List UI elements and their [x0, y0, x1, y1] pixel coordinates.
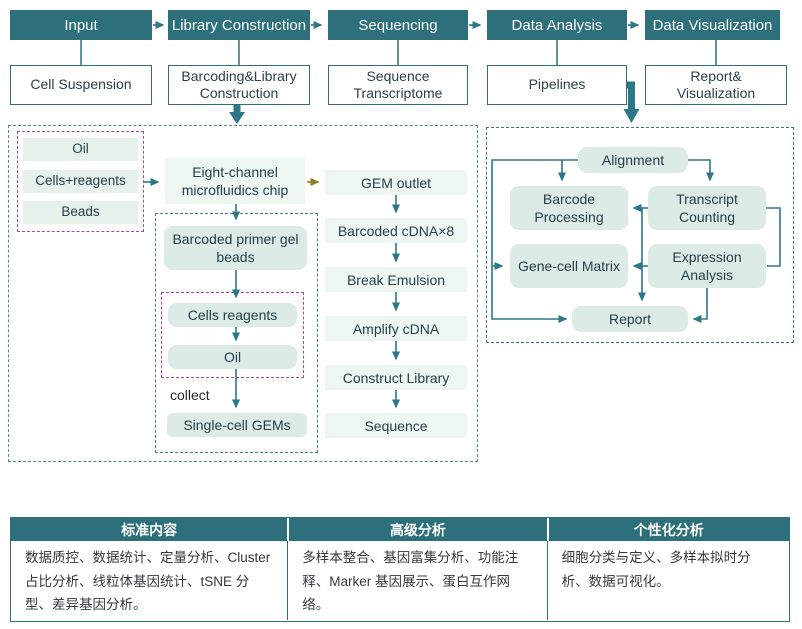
flow-box-oil-input: Oil: [23, 138, 138, 161]
flow-box-beads-input: Beads: [23, 201, 138, 224]
flow-box-gem-outlet: GEM outlet: [325, 170, 467, 195]
flow-box-barcoded-cdna: Barcoded cDNA×8: [325, 218, 467, 243]
flow-box-amplify-cdna: Amplify cDNA: [325, 316, 467, 341]
stage-header-data-visualization: Data Visualization: [645, 10, 780, 40]
flow-box-single-cell-gems: Single-cell GEMs: [167, 413, 307, 437]
analysis-box-report: Report: [572, 306, 688, 332]
flow-box-construct-library: Construct Library: [325, 365, 467, 390]
flow-box-cells-reagents-input: Cells+reagents: [23, 170, 138, 193]
stage-box-report-visualization: Report& Visualization: [645, 65, 787, 105]
data-analysis-panel: [486, 127, 794, 343]
stage-header-data-analysis: Data Analysis: [487, 10, 627, 40]
analysis-services-table: 标准内容 高级分析 个性化分析 数据质控、数据统计、定量分析、Cluster 占…: [10, 517, 790, 622]
flow-box-cells-reagents: Cells reagents: [168, 303, 297, 327]
flow-box-microfluidics-chip: Eight-channel microfluidics chip: [165, 158, 305, 204]
analysis-box-barcode-processing: Barcode Processing: [510, 186, 628, 230]
flow-box-break-emulsion: Break Emulsion: [325, 267, 467, 292]
analysis-box-alignment: Alignment: [578, 147, 688, 173]
table-header-advanced: 高级分析: [287, 518, 547, 541]
chip-inputs-group: [17, 131, 144, 232]
flow-box-sequence: Sequence: [325, 413, 467, 438]
stage-box-sequence-transcriptome: Sequence Transcriptome: [328, 65, 468, 105]
stage-box-pipelines: Pipelines: [487, 65, 627, 105]
stage-connector-lines: [80, 40, 717, 65]
stage-box-barcoding-library: Barcoding&Library Construction: [168, 65, 310, 105]
library-construction-panel: [8, 125, 478, 462]
stage-box-cell-suspension: Cell Suspension: [10, 65, 152, 105]
collect-label: collect: [170, 387, 210, 403]
thick-arrow-library: [229, 105, 245, 124]
stage-header-sequencing: Sequencing: [328, 10, 468, 40]
flow-box-barcoded-gel-beads: Barcoded primer gel beads: [164, 226, 307, 270]
table-header-standard: 标准内容: [11, 518, 288, 541]
table-cell-standard: 数据质控、数据统计、定量分析、Cluster 占比分析、线粒体基因统计、tSNE…: [25, 550, 271, 613]
table-header-row: 标准内容 高级分析 个性化分析: [11, 518, 789, 541]
analysis-box-gene-cell-matrix: Gene-cell Matrix: [510, 244, 628, 288]
analysis-box-transcript-counting: Transcript Counting: [648, 186, 766, 230]
flow-box-oil: Oil: [168, 345, 297, 369]
table-cell-personalized: 细胞分类与定义、多样本拟时分析、数据可视化。: [546, 541, 789, 620]
table-body-row: 数据质控、数据统计、定量分析、Cluster 占比分析、线粒体基因统计、tSNE…: [11, 541, 789, 620]
table-cell-advanced: 多样本整合、基因富集分析、功能注释、Marker 基因展示、蛋白互作网络。: [287, 541, 546, 620]
stage-header-library-construction: Library Construction: [168, 10, 310, 40]
table-header-personalized: 个性化分析: [546, 518, 789, 541]
analysis-box-expression-analysis: Expression Analysis: [648, 244, 766, 288]
stage-header-input: Input: [10, 10, 152, 40]
